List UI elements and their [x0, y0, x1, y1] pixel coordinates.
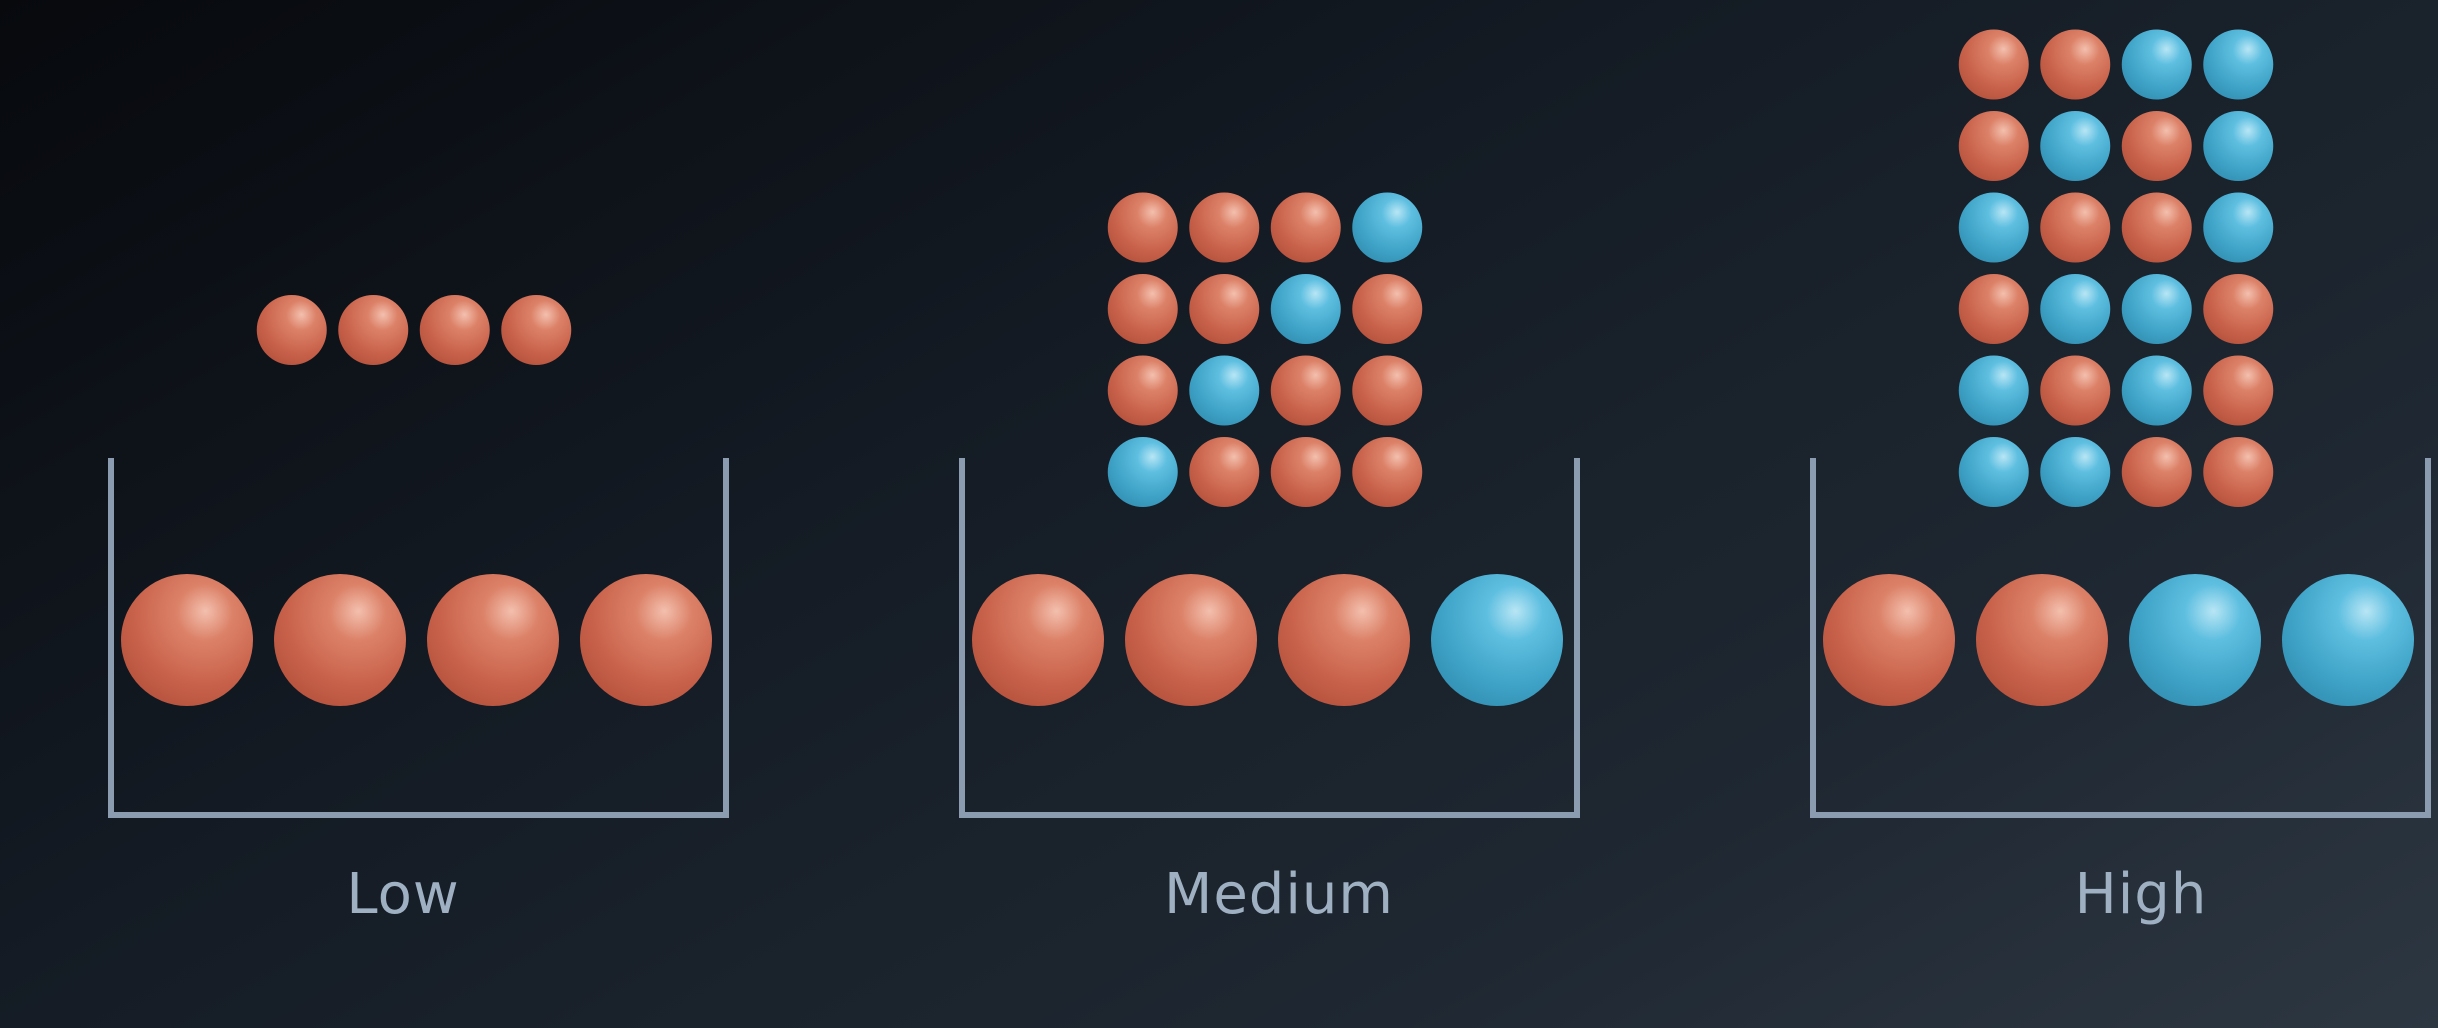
ball-blue-small: [1352, 192, 1423, 263]
ball-orange-small: [1107, 192, 1178, 263]
ball-orange-large: [427, 574, 559, 706]
ball-blue-small: [2040, 437, 2111, 507]
ball-orange-large: [580, 574, 712, 706]
ball-orange-small: [1352, 274, 1423, 344]
ball-orange-small: [2203, 355, 2274, 426]
ball-orange-small: [1189, 274, 1260, 344]
ball-orange-large: [972, 574, 1104, 706]
ball-blue-small: [2121, 274, 2192, 344]
panel-medium: [959, 192, 1580, 818]
ball-blue-large: [2282, 574, 2414, 706]
ball-blue-large: [1431, 574, 1563, 706]
ball-orange-small: [1270, 192, 1341, 263]
ball-orange-small: [338, 295, 409, 365]
bottom-row-high: [1823, 574, 2414, 706]
container-medium: [959, 458, 1580, 818]
ball-blue-small: [2121, 29, 2192, 100]
stacked-grid-medium: [1107, 192, 1423, 507]
bottom-row-medium: [972, 574, 1563, 706]
ball-blue-large: [2129, 574, 2261, 706]
container-high: [1810, 458, 2431, 818]
ball-orange-small: [1958, 29, 2029, 100]
panel-high: [1810, 29, 2431, 818]
ball-orange-small: [1958, 274, 2029, 344]
ball-blue-small: [1270, 274, 1341, 344]
stacked-grid-low: [256, 295, 572, 365]
ball-orange-small: [256, 295, 327, 365]
label-medium: Medium: [1164, 862, 1394, 927]
ball-orange-small: [2040, 29, 2111, 100]
container-low: [108, 458, 729, 818]
ball-orange-large: [1823, 574, 1955, 706]
ball-orange-large: [121, 574, 253, 706]
label-high: High: [2074, 862, 2208, 927]
ball-orange-small: [1958, 111, 2029, 181]
ball-blue-small: [2121, 355, 2192, 426]
ball-orange-small: [1107, 274, 1178, 344]
ball-blue-small: [1958, 437, 2029, 507]
ball-orange-small: [1189, 437, 1260, 507]
bottom-row-low: [121, 574, 712, 706]
ball-orange-small: [2203, 274, 2274, 344]
ball-orange-small: [1352, 437, 1423, 507]
ball-orange-small: [419, 295, 490, 365]
ball-orange-large: [1976, 574, 2108, 706]
ball-blue-small: [1958, 355, 2029, 426]
ball-orange-large: [274, 574, 406, 706]
ball-blue-small: [1189, 355, 1260, 426]
ball-blue-small: [2203, 192, 2274, 263]
panel-low: [108, 295, 729, 818]
ball-orange-small: [2121, 111, 2192, 181]
ball-orange-small: [2203, 437, 2274, 507]
ball-blue-small: [2040, 111, 2111, 181]
ball-orange-small: [1107, 355, 1178, 426]
stacked-grid-high: [1958, 29, 2274, 507]
ball-orange-small: [1270, 355, 1341, 426]
ball-orange-small: [1270, 437, 1341, 507]
ball-orange-small: [1189, 192, 1260, 263]
ball-orange-small: [2040, 192, 2111, 263]
label-low: Low: [346, 862, 460, 927]
ball-blue-small: [2203, 111, 2274, 181]
ball-orange-small: [2121, 437, 2192, 507]
ball-blue-small: [2203, 29, 2274, 100]
ball-orange-large: [1125, 574, 1257, 706]
ball-orange-small: [2040, 355, 2111, 426]
ball-orange-small: [501, 295, 572, 365]
ball-orange-large: [1278, 574, 1410, 706]
ball-orange-small: [2121, 192, 2192, 263]
ball-orange-small: [1352, 355, 1423, 426]
ball-blue-small: [1958, 192, 2029, 263]
ball-blue-small: [2040, 274, 2111, 344]
ball-blue-small: [1107, 437, 1178, 507]
